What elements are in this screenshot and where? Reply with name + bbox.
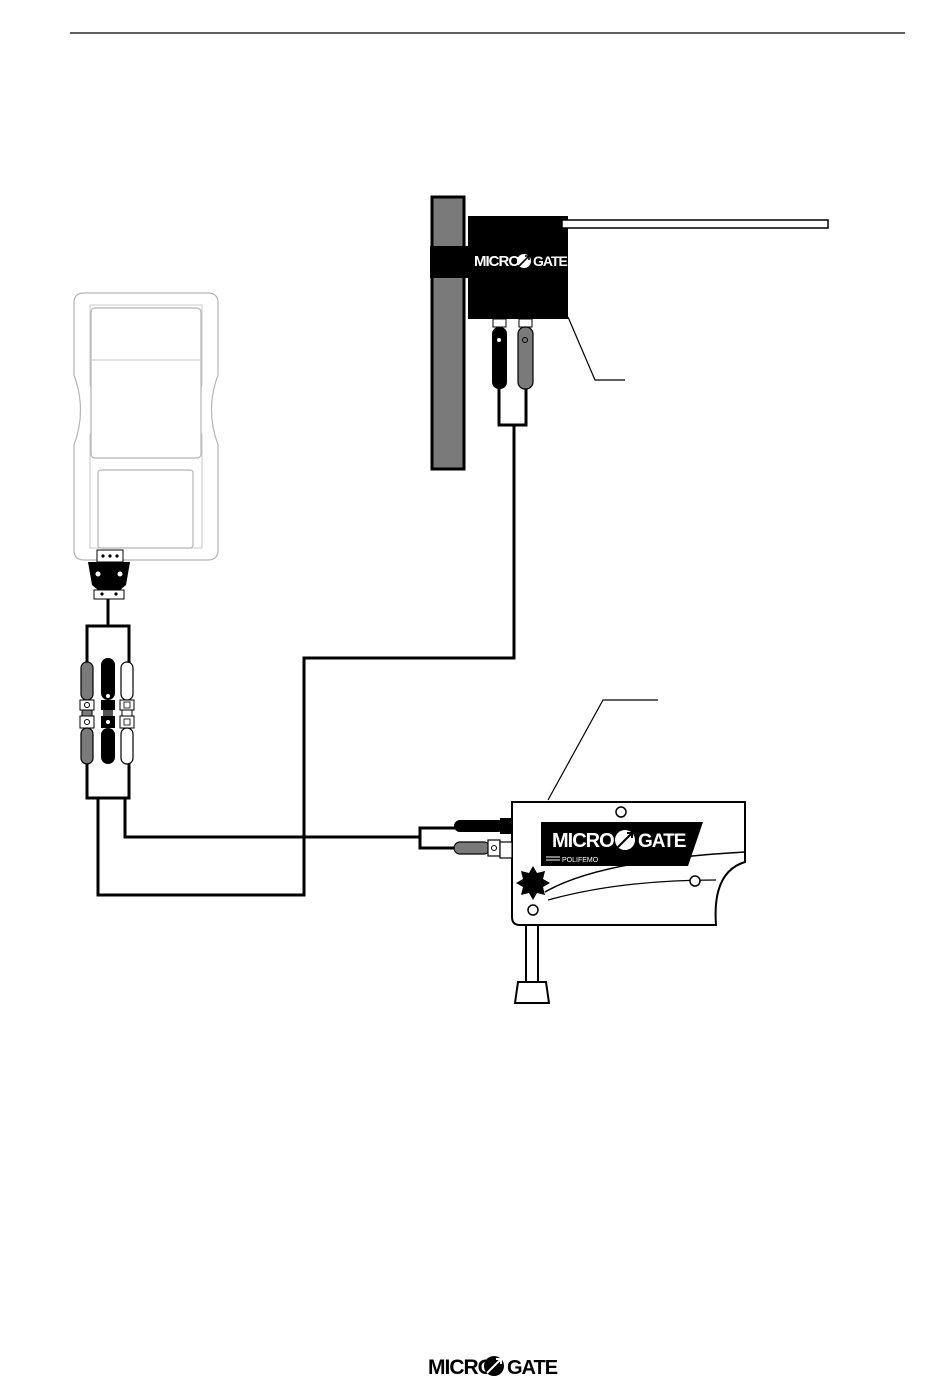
connector-screw-icon [96,572,101,577]
polifemo-input-loop [420,828,456,848]
photocell-socket-left [493,319,506,327]
banana-plug-white [120,662,134,764]
cable-to-polifemo [125,798,420,837]
photocell-socket-right [519,319,532,327]
mounting-strap [430,246,470,278]
polifemo-plug-black [454,820,504,832]
photocell-loop [499,388,526,425]
plug-dot-icon [497,338,501,342]
reflector-rod [562,220,828,228]
chronometer-display [91,308,201,458]
polifemo-logo-left: MICRO [552,830,614,852]
polifemo-side-socket [500,842,512,858]
connector-pin-icon [115,554,118,557]
connector-pin-icon [101,554,104,557]
photocell-leader-line [568,317,625,380]
mounting-pole [432,197,464,469]
footer-logo: MICRO GATE [0,1350,950,1380]
connector-screw-icon [100,592,103,595]
tripod-foot [515,982,549,1003]
polifemo-socket-black [500,818,512,834]
footer-logo-left: MICRO [428,1356,494,1379]
chronometer-keypad [98,470,193,548]
tripod-stem [526,925,538,982]
polifemo-screw-icon [528,905,538,915]
polifemo-screw-icon [616,807,626,817]
connector-pin-icon [108,554,111,557]
polifemo-logo-right: GATE [638,831,686,852]
connector-screw-icon [114,592,117,595]
photocell-assembly: MICRO GATE [430,197,828,469]
polifemo-socket-grey [488,840,500,856]
polifemo-subbrand: POLIFEMO [562,857,599,864]
plug-dot-icon [106,720,110,724]
polifemo-leader-line [548,700,658,800]
banana-plug-black [101,658,115,764]
banana-plug-grey [80,662,94,764]
footer-logo-right: GATE [507,1357,558,1379]
polifemo-plug-grey [454,842,490,854]
connector-screw-icon [118,572,123,577]
db-connector-body [88,562,130,590]
star-knob-icon [516,866,550,900]
chronometer-device [74,293,218,560]
plug-dot-icon [106,694,110,698]
db-connector-base [94,590,124,599]
polifemo-assembly: MICRO GATE POLIFEMO [454,700,745,1003]
photocell-plug-black [492,327,507,389]
photocell-logo-left: MICRO [474,253,520,270]
photocell-plug-grey [518,327,533,389]
polifemo-screw-icon [690,876,700,886]
photocell-logo-right: GATE [533,253,568,269]
